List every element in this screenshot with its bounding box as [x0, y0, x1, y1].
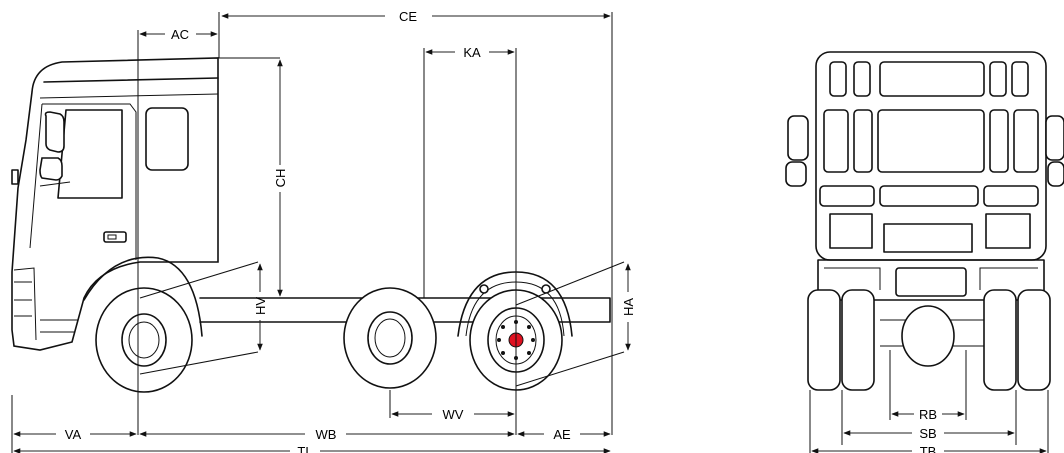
- rear-tire-right-outer: [1017, 289, 1051, 391]
- door-handle-icon: [103, 231, 127, 243]
- rear-dimension-labels: RB SB TB: [919, 407, 937, 453]
- label-hv: HV: [253, 297, 268, 315]
- label-va: VA: [65, 427, 82, 442]
- rear-mirror-left-icon: [787, 115, 809, 161]
- label-wv: WV: [443, 407, 464, 422]
- reference-lines: [11, 12, 625, 453]
- rear-view: RB SB TB: [785, 51, 1064, 453]
- cab-rear-window: [145, 107, 189, 171]
- label-ce: CE: [399, 9, 417, 24]
- label-rb: RB: [919, 407, 937, 422]
- wheel-nuts: [497, 320, 535, 360]
- label-ae: AE: [553, 427, 571, 442]
- front-grill: [13, 267, 37, 341]
- rear-tire-left-inner: [841, 289, 875, 391]
- label-wb: WB: [316, 427, 337, 442]
- rear-tire-left-outer: [807, 289, 841, 391]
- cab-roof-line-inner: [39, 93, 219, 99]
- mirror-icon: [44, 111, 65, 153]
- front-step: [40, 319, 78, 333]
- front-fender: [83, 256, 203, 337]
- cab-door: [29, 103, 137, 260]
- front-wheel: [95, 287, 193, 393]
- rear-tire-right-inner: [983, 289, 1017, 391]
- label-ha: HA: [621, 298, 636, 316]
- rear-mirror-right-icon: [1045, 115, 1064, 161]
- label-tl: TL: [297, 444, 312, 453]
- mirror-arm: [39, 181, 71, 187]
- door-handle-inner: [107, 234, 117, 240]
- dimension-labels: CE AC KA CH HV HA WV VA WB AE TL: [65, 9, 636, 453]
- cab: [11, 57, 219, 351]
- dimension-lines: [13, 13, 631, 453]
- cab-roof-line: [43, 77, 219, 83]
- differential: [901, 305, 955, 367]
- label-tb: TB: [920, 444, 937, 453]
- label-ka: KA: [463, 45, 481, 60]
- label-ac: AC: [171, 27, 189, 42]
- middle-wheel: [343, 287, 437, 389]
- mirror-lower-icon: [39, 157, 63, 181]
- side-view: CE AC KA CH HV HA WV VA WB AE TL: [11, 9, 636, 453]
- label-sb: SB: [919, 426, 936, 441]
- label-ch: CH: [273, 169, 288, 188]
- side-marker: [11, 169, 19, 185]
